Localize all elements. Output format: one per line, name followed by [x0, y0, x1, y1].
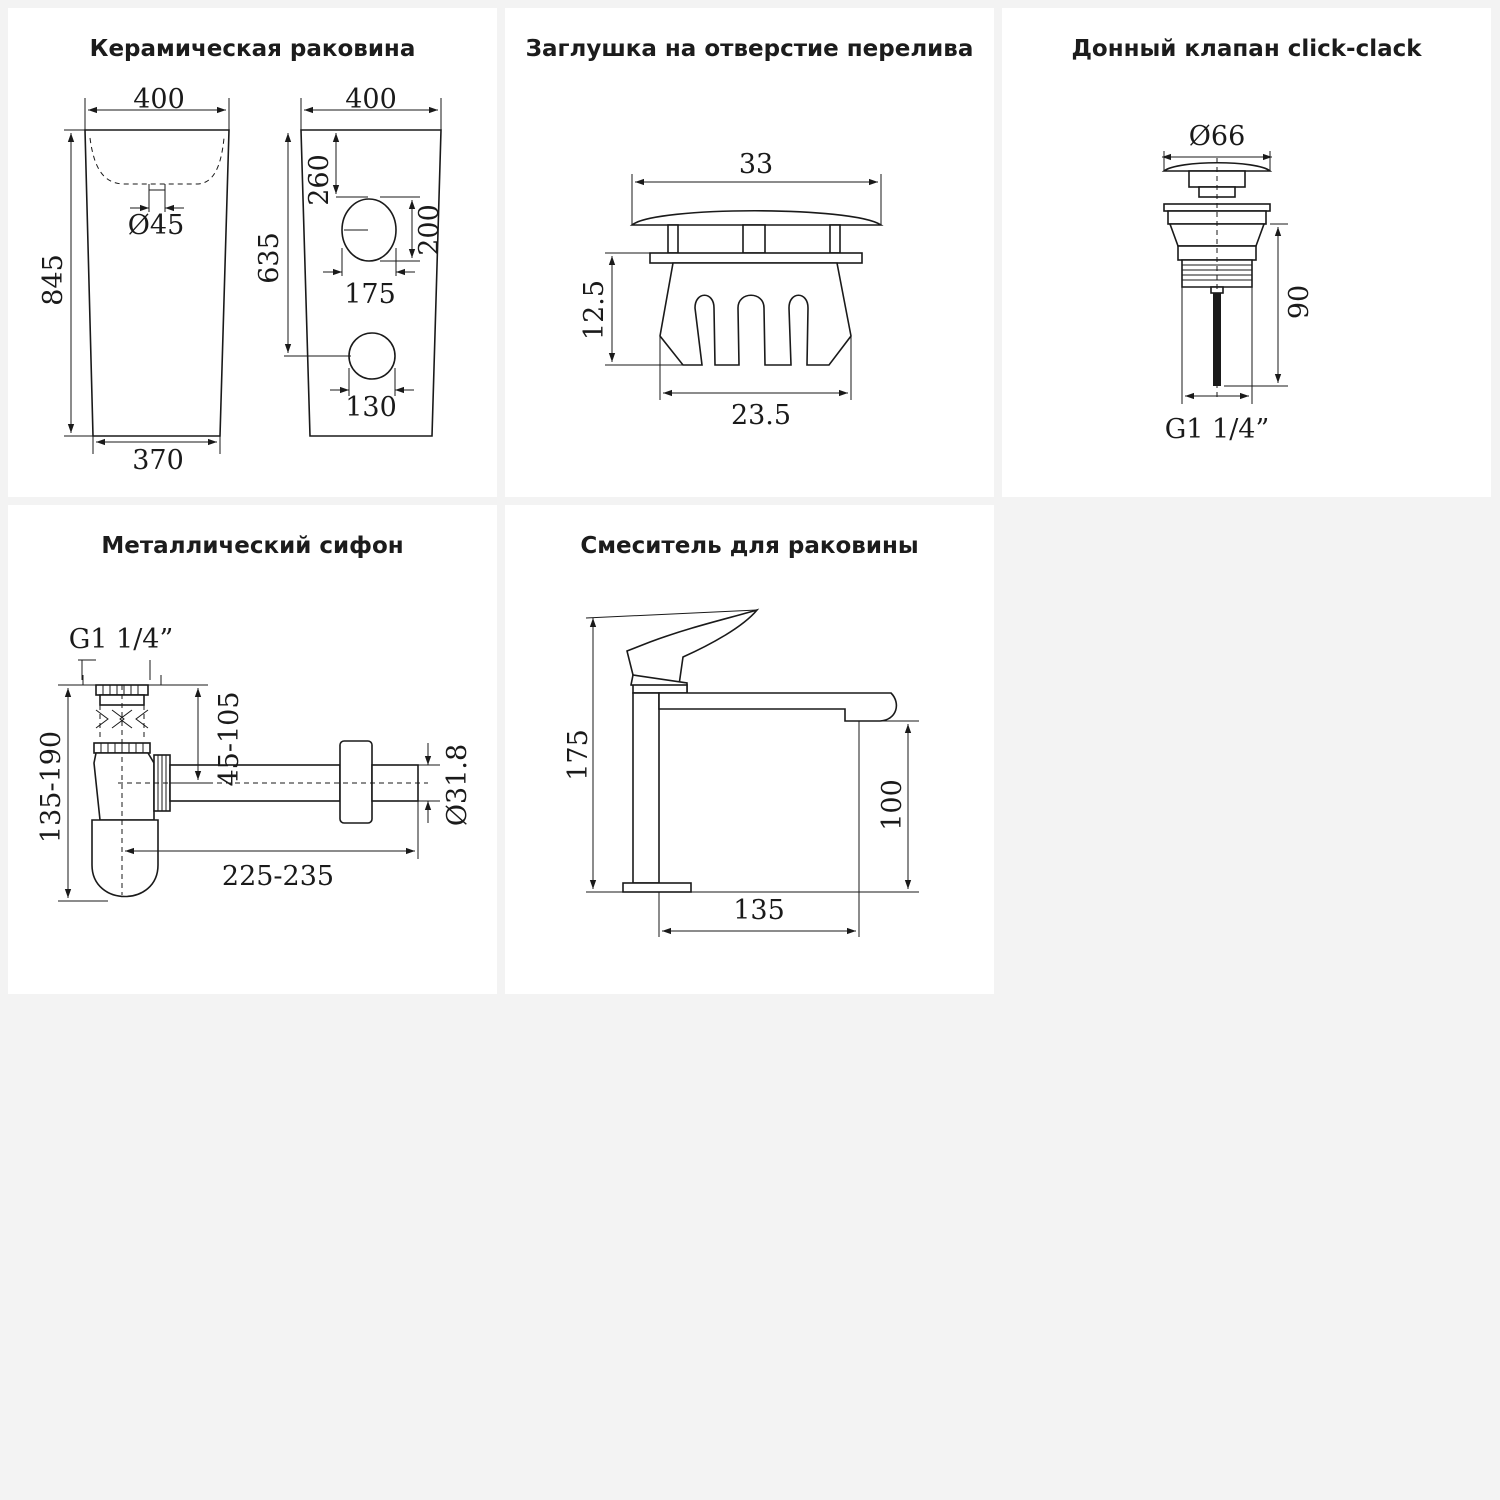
panel-ceramic-sink: Керамическая раковина 400 Ø45 845 370	[8, 8, 497, 497]
dim-height-side: 635	[254, 232, 285, 284]
dim-thread: G1 1/4”	[1165, 414, 1270, 445]
panel-title: Донный клапан click-clack	[1071, 36, 1422, 62]
mixer-spout	[658, 692, 898, 722]
dim-width-top-side: 400	[345, 84, 397, 115]
siphon-drawing: G1 1/4” 45-105 135-190 225-235 Ø31.8	[36, 624, 473, 902]
dim-hole-height: 200	[414, 204, 445, 256]
dim-spout-height: 100	[877, 779, 908, 831]
dim-height: 175	[563, 729, 594, 781]
dim-width-top-front: 400	[133, 84, 185, 115]
dim-hole-offset: 260	[304, 154, 335, 206]
dim-adjust-height: 45-105	[214, 691, 245, 786]
drain-outline	[148, 184, 166, 191]
empty-cell	[1002, 505, 1491, 994]
siphon-cup	[91, 819, 159, 898]
cap-dome	[629, 209, 884, 226]
valve-thread	[1181, 259, 1253, 288]
siphon-body	[93, 752, 155, 821]
panel-click-clack-valve: Донный клапан click-clack Ø66 90	[1002, 8, 1491, 497]
lower-hole	[348, 332, 396, 380]
sink-front-outline	[84, 129, 230, 437]
sink-drawing: 400 Ø45 845 370 400 635	[38, 84, 445, 476]
panel-sink-mixer: Смеситель для раковины 175 100 135	[505, 505, 994, 994]
upper-hole	[341, 198, 397, 262]
dim-width-bottom: 370	[132, 445, 184, 476]
dim-cap-width: 33	[739, 149, 773, 180]
panel-title: Керамическая раковина	[89, 36, 416, 62]
pipe-end	[371, 764, 419, 802]
dim-height: 12.5	[579, 280, 610, 340]
dim-drain-diameter: Ø45	[128, 210, 185, 241]
dim-hole-width: 175	[344, 279, 396, 310]
dim-length: 225-235	[222, 861, 334, 892]
mixer-body	[632, 692, 660, 884]
dim-diameter: Ø66	[1189, 121, 1246, 152]
panel-title: Смеситель для раковины	[580, 533, 919, 559]
dim-base-width: 23.5	[731, 400, 791, 431]
wall-flange	[339, 740, 373, 824]
mixer-handle	[626, 608, 760, 686]
dim-pipe-diameter: Ø31.8	[442, 744, 473, 826]
panel-title: Заглушка на отверстие перелива	[525, 36, 974, 62]
dim-height: 90	[1284, 285, 1315, 319]
dim-thread: G1 1/4”	[69, 624, 174, 655]
cap-fingers	[659, 262, 852, 366]
valve-cap	[1161, 162, 1273, 172]
dim-lower-hole-width: 130	[345, 392, 397, 423]
sink-side-outline	[300, 129, 442, 437]
dim-height-total: 845	[38, 254, 69, 306]
cap-rim	[649, 252, 863, 264]
panel-metal-siphon: Металлический сифон	[8, 505, 497, 994]
spec-grid: Керамическая раковина 400 Ø45 845 370	[8, 8, 1491, 994]
dim-spout-reach: 135	[733, 895, 785, 926]
valve-drawing: Ø66 90 G1 1/4”	[1161, 121, 1315, 445]
mixer-base	[622, 882, 692, 893]
dim-total-height: 135-190	[36, 731, 67, 843]
mixer-drawing: 175 100 135	[563, 608, 919, 937]
panel-title: Металлический сифон	[101, 533, 404, 559]
overflow-cap-drawing: 33 12.5 23.5	[579, 149, 884, 431]
panel-overflow-cap: Заглушка на отверстие перелива 33 12.5 2…	[505, 8, 994, 497]
